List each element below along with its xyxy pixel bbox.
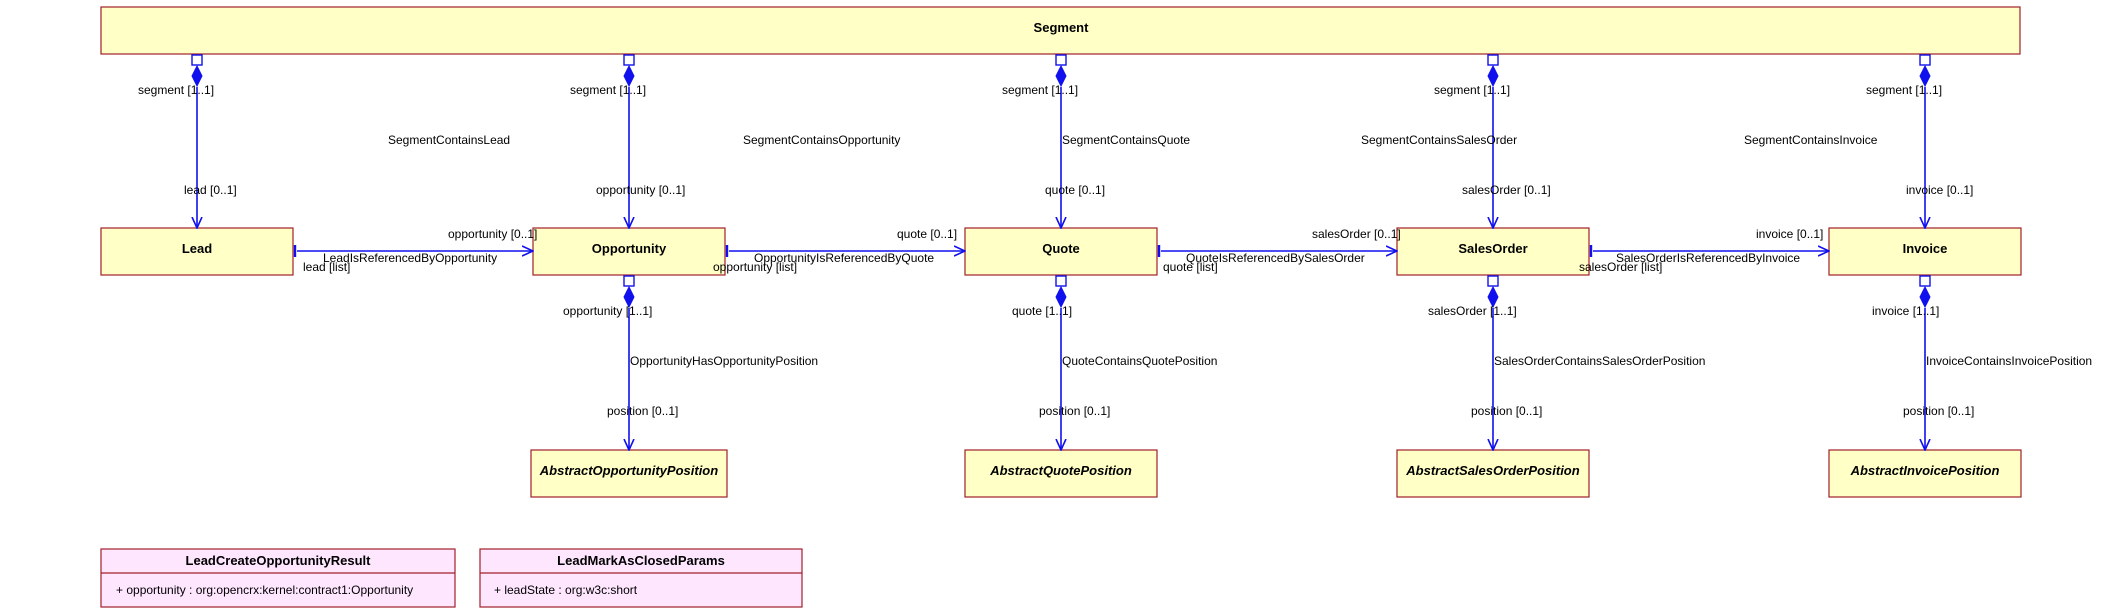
datatype-lead-mark-as-closed-params[interactable]: LeadMarkAsClosedParams + leadState : org… bbox=[479, 548, 803, 608]
assoc-name: SegmentContainsSalesOrder bbox=[1361, 133, 1517, 147]
assoc-name: LeadIsReferencedByOpportunity bbox=[323, 251, 497, 265]
assoc-name: SegmentContainsLead bbox=[388, 133, 510, 147]
assoc-name: InvoiceContainsInvoicePosition bbox=[1926, 354, 2092, 368]
end-label: invoice [1..1] bbox=[1872, 304, 1939, 318]
assoc-segment-contains-salesorder: segment [1..1] SegmentContainsSalesOrder… bbox=[1361, 54, 1551, 228]
end-label: opportunity [list] bbox=[713, 260, 797, 274]
assoc-segment-contains-opportunity: segment [1..1] SegmentContainsOpportunit… bbox=[570, 54, 900, 228]
class-abstract-quote-position-name: AbstractQuotePosition bbox=[989, 463, 1132, 478]
class-invoice-name: Invoice bbox=[1903, 241, 1948, 256]
end-label: salesOrder [0..1] bbox=[1462, 183, 1551, 197]
end-label: salesOrder [list] bbox=[1579, 260, 1662, 274]
assoc-salesorder-contains-salesorder-position: salesOrder [1..1] SalesOrderContainsSale… bbox=[1428, 275, 1705, 450]
end-label: salesOrder [1..1] bbox=[1428, 304, 1517, 318]
assoc-segment-contains-invoice: segment [1..1] SegmentContainsInvoice in… bbox=[1744, 54, 1973, 228]
assoc-opportunity-referenced-by-quote: opportunity [list] OpportunityIsReferenc… bbox=[713, 227, 965, 274]
assoc-name: SegmentContainsInvoice bbox=[1744, 133, 1878, 147]
assoc-quote-contains-quote-position: quote [1..1] QuoteContainsQuotePosition … bbox=[1012, 275, 1217, 450]
end-label: quote [0..1] bbox=[897, 227, 957, 241]
datatype-lmac-name: LeadMarkAsClosedParams bbox=[557, 553, 725, 568]
end-label: opportunity [0..1] bbox=[596, 183, 685, 197]
end-label: opportunity [1..1] bbox=[563, 304, 652, 318]
assoc-name: OpportunityIsReferencedByQuote bbox=[754, 251, 934, 265]
end-label: opportunity [0..1] bbox=[448, 227, 537, 241]
assoc-opportunity-has-opportunity-position: opportunity [1..1] OpportunityHasOpportu… bbox=[563, 275, 818, 450]
end-label: salesOrder [0..1] bbox=[1312, 227, 1401, 241]
end-label: lead [0..1] bbox=[184, 183, 237, 197]
datatype-lmac-attribute: + leadState : org:w3c:short bbox=[494, 583, 638, 597]
class-lead-name: Lead bbox=[182, 241, 212, 256]
end-label: lead [list] bbox=[303, 260, 350, 274]
end-label: segment [1..1] bbox=[1434, 83, 1510, 97]
assoc-name: QuoteContainsQuotePosition bbox=[1062, 354, 1217, 368]
class-abstract-quote-position[interactable]: AbstractQuotePosition bbox=[964, 449, 1158, 498]
class-abstract-invoice-position[interactable]: AbstractInvoicePosition bbox=[1828, 449, 2022, 498]
assoc-name: SalesOrderIsReferencedByInvoice bbox=[1616, 251, 1800, 265]
assoc-invoice-contains-invoice-position: invoice [1..1] InvoiceContainsInvoicePos… bbox=[1872, 275, 2092, 450]
class-opportunity[interactable]: Opportunity bbox=[532, 227, 726, 276]
end-label: segment [1..1] bbox=[1866, 83, 1942, 97]
assoc-segment-contains-lead: segment [1..1] SegmentContainsLead lead … bbox=[138, 54, 510, 228]
class-abstract-opportunity-position[interactable]: AbstractOpportunityPosition bbox=[530, 449, 728, 498]
end-label: position [0..1] bbox=[1471, 404, 1542, 418]
datatype-lcor-name: LeadCreateOpportunityResult bbox=[186, 553, 372, 568]
class-invoice[interactable]: Invoice bbox=[1828, 227, 2022, 276]
end-label: position [0..1] bbox=[1903, 404, 1974, 418]
end-label: position [0..1] bbox=[607, 404, 678, 418]
assoc-lead-referenced-by-opportunity: lead [list] LeadIsReferencedByOpportunit… bbox=[293, 227, 537, 274]
class-salesorder-name: SalesOrder bbox=[1458, 241, 1527, 256]
class-salesorder[interactable]: SalesOrder bbox=[1396, 227, 1590, 276]
assoc-name: OpportunityHasOpportunityPosition bbox=[630, 354, 818, 368]
end-label: segment [1..1] bbox=[570, 83, 646, 97]
class-segment[interactable]: Segment bbox=[100, 6, 2021, 55]
class-quote[interactable]: Quote bbox=[964, 227, 1158, 276]
class-abstract-opportunity-position-name: AbstractOpportunityPosition bbox=[539, 463, 718, 478]
datatype-lcor-attribute: + opportunity : org:opencrx:kernel:contr… bbox=[116, 583, 413, 597]
class-abstract-salesorder-position[interactable]: AbstractSalesOrderPosition bbox=[1396, 449, 1590, 498]
end-label: invoice [0..1] bbox=[1756, 227, 1823, 241]
assoc-segment-contains-quote: segment [1..1] SegmentContainsQuote quot… bbox=[1002, 54, 1190, 228]
class-lead[interactable]: Lead bbox=[100, 227, 294, 276]
assoc-name: QuoteIsReferencedBySalesOrder bbox=[1186, 251, 1365, 265]
class-abstract-salesorder-position-name: AbstractSalesOrderPosition bbox=[1405, 463, 1579, 478]
end-label: quote [list] bbox=[1163, 260, 1218, 274]
assoc-name: SegmentContainsQuote bbox=[1062, 133, 1190, 147]
end-label: quote [1..1] bbox=[1012, 304, 1072, 318]
end-label: invoice [0..1] bbox=[1906, 183, 1973, 197]
class-abstract-invoice-position-name: AbstractInvoicePosition bbox=[1850, 463, 2000, 478]
end-label: position [0..1] bbox=[1039, 404, 1110, 418]
assoc-quote-referenced-by-salesorder: quote [list] QuoteIsReferencedBySalesOrd… bbox=[1157, 227, 1401, 274]
assoc-name: SalesOrderContainsSalesOrderPosition bbox=[1494, 354, 1705, 368]
assoc-name: SegmentContainsOpportunity bbox=[743, 133, 900, 147]
class-quote-name: Quote bbox=[1042, 241, 1080, 256]
assoc-salesorder-referenced-by-invoice: salesOrder [list] SalesOrderIsReferenced… bbox=[1579, 227, 1829, 274]
end-label: segment [1..1] bbox=[138, 83, 214, 97]
class-segment-name: Segment bbox=[1034, 20, 1090, 35]
end-label: segment [1..1] bbox=[1002, 83, 1078, 97]
end-label: quote [0..1] bbox=[1045, 183, 1105, 197]
class-opportunity-name: Opportunity bbox=[592, 241, 667, 256]
datatype-lead-create-opportunity-result[interactable]: LeadCreateOpportunityResult + opportunit… bbox=[100, 548, 456, 608]
